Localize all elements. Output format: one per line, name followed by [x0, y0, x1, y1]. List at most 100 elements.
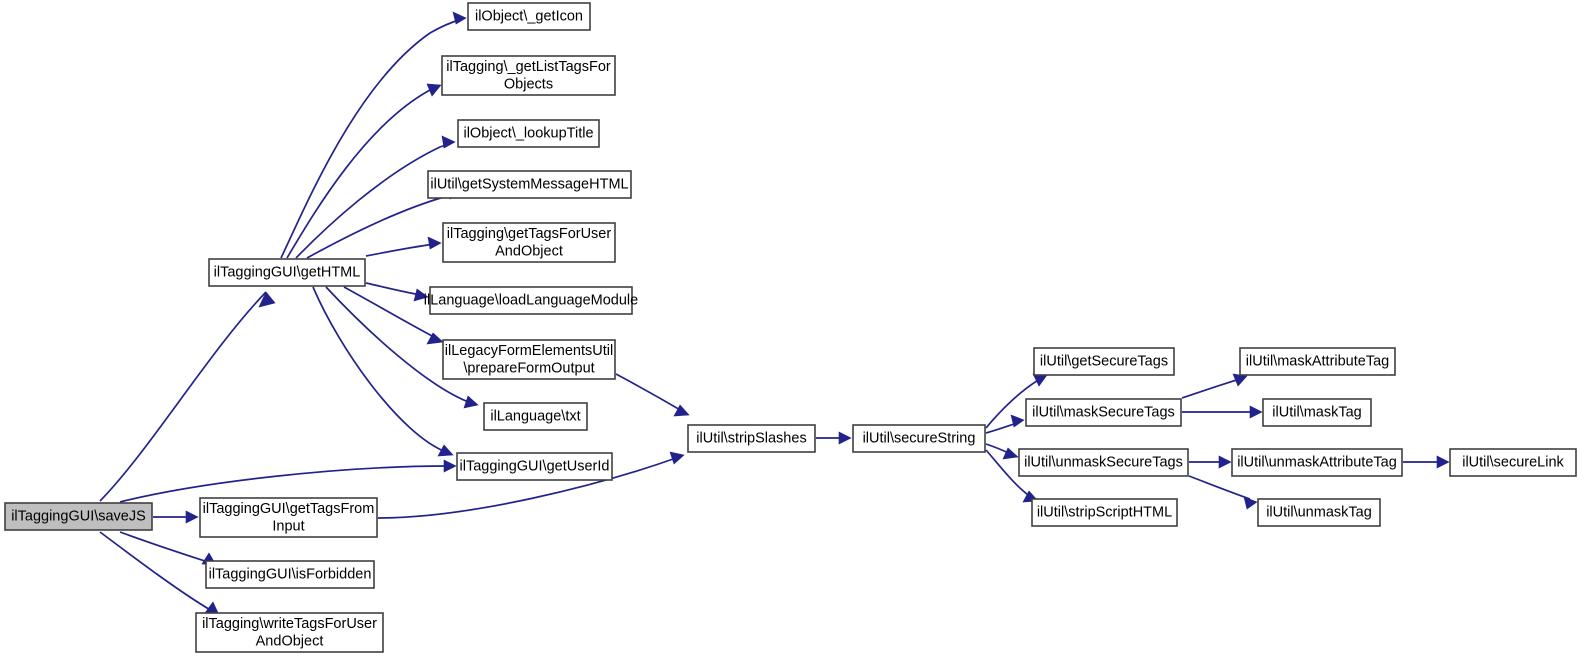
call-edge-getHTML-to-prepareFormOutput — [343, 286, 437, 339]
node-maskTag[interactable]: ilUtil\maskTag — [1262, 398, 1372, 427]
node-stripScriptHTML[interactable]: ilUtil\stripScriptHTML — [1031, 498, 1178, 527]
node-box-secureLink[interactable] — [1449, 448, 1577, 477]
node-label-secureString: ilUtil\secureString — [863, 430, 976, 446]
node-box-stripScriptHTML[interactable] — [1031, 498, 1178, 527]
node-stripSlashes[interactable]: ilUtil\stripSlashes — [687, 424, 816, 453]
node-box-saveJS[interactable] — [4, 502, 153, 531]
node-box-getHTML[interactable] — [208, 258, 366, 287]
node-box-getSecureTags[interactable] — [1033, 347, 1175, 376]
call-edge-getHTML-to-lookupTitle — [295, 143, 450, 259]
call-edge-getTagsFromInput-to-stripSlashes — [377, 457, 677, 519]
node-lookupTitle[interactable]: ilObject\_lookupTitle — [457, 119, 600, 148]
node-unmaskAttributeTag[interactable]: ilUtil\unmaskAttributeTag — [1231, 448, 1403, 477]
arrowhead-icon — [669, 451, 685, 465]
node-box-getTagsForUser[interactable] — [442, 222, 616, 263]
node-maskSecureTags[interactable]: ilUtil\maskSecureTags — [1025, 398, 1182, 427]
call-edge-saveJS-to-getHTML — [99, 291, 267, 502]
node-getHTML[interactable]: ilTaggingGUI\getHTML — [208, 258, 366, 287]
node-box-unmaskTag[interactable] — [1257, 498, 1381, 527]
arrowhead-icon — [427, 236, 442, 250]
node-secureString[interactable]: ilUtil\secureString — [852, 424, 986, 453]
call-edge-getHTML-to-txt — [325, 286, 472, 404]
arrowhead-icon — [1002, 447, 1019, 460]
node-box-getIcon[interactable] — [467, 2, 591, 31]
node-unmaskTag[interactable]: ilUtil\unmaskTag — [1257, 498, 1381, 527]
node-saveJS[interactable]: ilTaggingGUI\saveJS — [4, 502, 153, 531]
node-box-writeTags[interactable] — [195, 612, 384, 653]
node-box-getTagsFromInput[interactable] — [199, 497, 378, 538]
node-label-maskAttributeTag: ilUtil\maskAttributeTag — [1246, 353, 1389, 369]
node-box-maskAttributeTag[interactable] — [1239, 347, 1396, 376]
node-label-unmaskSecureTags: ilUtil\unmaskSecureTags — [1024, 454, 1183, 470]
node-box-getUserId[interactable] — [456, 452, 613, 481]
arrowhead-icon — [426, 83, 442, 97]
node-isForbidden[interactable]: ilTaggingGUI\isForbidden — [205, 560, 375, 589]
node-box-getListTags[interactable] — [441, 55, 616, 96]
node-box-unmaskAttributeTag[interactable] — [1231, 448, 1403, 477]
node-prepareFormOutput[interactable]: ilLegacyFormElementsUtil\prepareFormOutp… — [442, 339, 616, 380]
node-box-maskSecureTags[interactable] — [1025, 398, 1182, 427]
arrowhead-icon — [452, 11, 467, 25]
call-edge-saveJS-to-getUserId — [119, 465, 449, 503]
node-label-secureLink: ilUtil\secureLink — [1462, 454, 1564, 470]
node-getSystemMessageHTML[interactable]: ilUtil\getSystemMessageHTML — [427, 170, 632, 199]
call-edge-secureString-to-stripScriptHTML — [985, 449, 1032, 498]
nodes-layer: ilTaggingGUI\saveJS ilTaggingGUI\getHTML i… — [4, 2, 1577, 653]
node-box-lookupTitle[interactable] — [457, 119, 600, 148]
call-edge-secureString-to-maskSecureTags — [985, 422, 1018, 434]
node-box-loadLanguageModule[interactable] — [429, 286, 633, 315]
call-edge-prepareFormOutput-to-stripSlashes — [615, 373, 683, 412]
arrowhead-icon — [1243, 496, 1258, 510]
node-box-prepareFormOutput[interactable] — [442, 339, 616, 380]
node-getSecureTags[interactable]: ilUtil\getSecureTags — [1033, 347, 1175, 376]
arrowhead-icon — [1010, 414, 1025, 428]
node-label-maskTag: ilUtil\maskTag — [1272, 404, 1361, 420]
node-getUserId[interactable]: ilTaggingGUI\getUserId — [456, 452, 613, 481]
node-box-maskTag[interactable] — [1262, 398, 1372, 427]
arrowhead-icon — [443, 459, 457, 473]
node-txt[interactable]: ilLanguage\txt — [483, 402, 588, 431]
call-edge-getHTML-to-getIcon — [280, 18, 463, 259]
arrowhead-icon — [426, 332, 444, 345]
arrowhead-icon — [838, 431, 852, 445]
node-box-getSystemMessageHTML[interactable] — [427, 170, 632, 199]
arrowhead-icon — [413, 288, 429, 302]
node-label-saveJS: ilTaggingGUI\saveJS — [11, 508, 146, 524]
node-label-getUserId: ilTaggingGUI\getUserId — [460, 458, 610, 474]
node-label-maskSecureTags: ilUtil\maskSecureTags — [1032, 404, 1175, 420]
node-maskAttributeTag[interactable]: ilUtil\maskAttributeTag — [1239, 347, 1396, 376]
node-label-lookupTitle: ilObject\_lookupTitle — [463, 125, 593, 141]
arrowhead-icon — [258, 291, 276, 308]
node-loadLanguageModule[interactable]: ilLanguage\loadLanguageModule — [424, 286, 638, 315]
node-label-isForbidden: ilTaggingGUI\isForbidden — [209, 566, 372, 582]
arrowhead-icon — [1249, 405, 1263, 419]
node-box-stripSlashes[interactable] — [687, 424, 816, 453]
node-box-unmaskSecureTags[interactable] — [1018, 448, 1189, 477]
node-label-txt: ilLanguage\txt — [490, 408, 580, 424]
call-edge-secureString-to-getSecureTags — [985, 378, 1041, 429]
node-unmaskSecureTags[interactable]: ilUtil\unmaskSecureTags — [1018, 448, 1189, 477]
node-label-getSecureTags: ilUtil\getSecureTags — [1040, 353, 1168, 369]
node-getIcon[interactable]: ilObject\_getIcon — [467, 2, 591, 31]
arrowhead-icon — [1436, 455, 1450, 469]
node-label-prepareFormOutput: ilLegacyFormElementsUtil\prepareFormOutp… — [445, 343, 613, 377]
call-edge-unmaskSecureTags-to-unmaskTag — [1188, 475, 1251, 500]
call-edge-saveJS-to-isForbidden — [119, 531, 209, 563]
node-box-txt[interactable] — [483, 402, 588, 431]
arrowhead-icon — [185, 510, 199, 524]
node-box-secureString[interactable] — [852, 424, 986, 453]
node-label-getIcon: ilObject\_getIcon — [475, 8, 583, 24]
node-box-isForbidden[interactable] — [205, 560, 375, 589]
arrowhead-icon — [441, 135, 456, 149]
node-secureLink[interactable]: ilUtil\secureLink — [1449, 448, 1577, 477]
call-edge-getHTML-to-loadLanguageModule — [365, 282, 422, 296]
